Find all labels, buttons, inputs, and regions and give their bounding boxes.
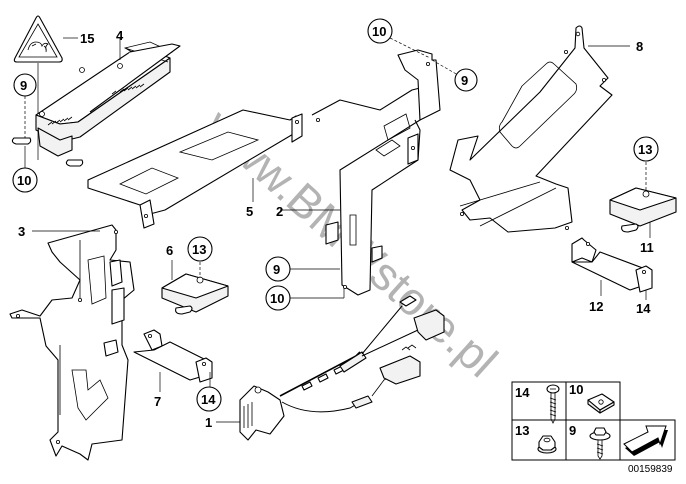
callout-9-left[interactable]: 9 xyxy=(13,73,37,138)
callout-14-left[interactable]: 14 xyxy=(196,386,222,412)
clip-nut-icon xyxy=(587,393,615,414)
callout-13-right[interactable]: 13 xyxy=(633,136,659,162)
part-15-warning-label[interactable] xyxy=(13,15,78,160)
svg-text:10: 10 xyxy=(17,173,31,188)
callout-14-right[interactable]: 14 xyxy=(636,301,651,316)
callout-10-center[interactable]: 10 xyxy=(265,285,345,311)
callout-7[interactable]: 7 xyxy=(154,394,161,409)
part-1-wiring-harness[interactable] xyxy=(216,295,445,441)
part-8-holder-plate[interactable] xyxy=(449,25,630,233)
legend-item-9[interactable]: 9 xyxy=(569,423,611,460)
part-3-left-bracket[interactable] xyxy=(9,224,135,461)
svg-text:10: 10 xyxy=(270,291,284,306)
svg-text:9: 9 xyxy=(20,78,27,93)
callout-10-left[interactable]: 10 xyxy=(12,146,38,193)
part-2-center-bracket[interactable] xyxy=(280,37,459,296)
svg-text:9: 9 xyxy=(569,423,576,438)
callout-11[interactable]: 11 xyxy=(640,240,654,255)
legend-item-arrow xyxy=(623,425,668,456)
callout-5[interactable]: 5 xyxy=(246,204,253,219)
callout-4[interactable]: 4 xyxy=(116,28,124,43)
svg-text:13: 13 xyxy=(515,423,529,438)
hex-nut-icon xyxy=(537,435,557,454)
part-6-control-unit[interactable] xyxy=(161,260,229,315)
svg-text:13: 13 xyxy=(638,142,652,157)
svg-text:9: 9 xyxy=(273,262,280,277)
part-11-control-unit[interactable] xyxy=(609,162,677,238)
callout-15[interactable]: 15 xyxy=(80,31,94,46)
part-5-carrier-tray[interactable] xyxy=(87,109,303,229)
callout-6[interactable]: 6 xyxy=(166,243,173,258)
callout-9-center[interactable]: 9 xyxy=(265,256,340,282)
callout-12[interactable]: 12 xyxy=(589,299,603,314)
svg-text:10: 10 xyxy=(569,382,583,397)
direction-arrow-icon xyxy=(623,425,668,456)
legend-item-10[interactable]: 10 xyxy=(569,382,615,414)
screw-icon xyxy=(546,384,560,424)
reference-number: 00159839 xyxy=(628,464,673,475)
part-12-small-bracket[interactable] xyxy=(571,237,653,300)
svg-text:13: 13 xyxy=(192,242,206,257)
part-7-small-bracket[interactable] xyxy=(133,329,213,392)
callout-9-top[interactable]: 9 xyxy=(454,68,478,92)
svg-text:9: 9 xyxy=(461,73,468,88)
svg-text:10: 10 xyxy=(372,24,386,39)
legend-item-13[interactable]: 13 xyxy=(515,423,557,454)
svg-text:14: 14 xyxy=(515,385,530,400)
callout-13-left[interactable]: 13 xyxy=(187,236,213,262)
part-4-control-module[interactable] xyxy=(11,38,181,167)
callout-10-top[interactable]: 10 xyxy=(367,18,393,44)
callout-3[interactable]: 3 xyxy=(18,224,25,239)
callout-2[interactable]: 2 xyxy=(276,204,283,219)
callout-8[interactable]: 8 xyxy=(636,39,643,54)
hex-bolt-icon xyxy=(589,427,611,460)
callout-1[interactable]: 1 xyxy=(205,415,212,430)
legend-item-14[interactable]: 14 xyxy=(515,384,560,424)
hardware-legend: 14 10 13 xyxy=(511,381,676,475)
svg-text:14: 14 xyxy=(201,392,216,407)
